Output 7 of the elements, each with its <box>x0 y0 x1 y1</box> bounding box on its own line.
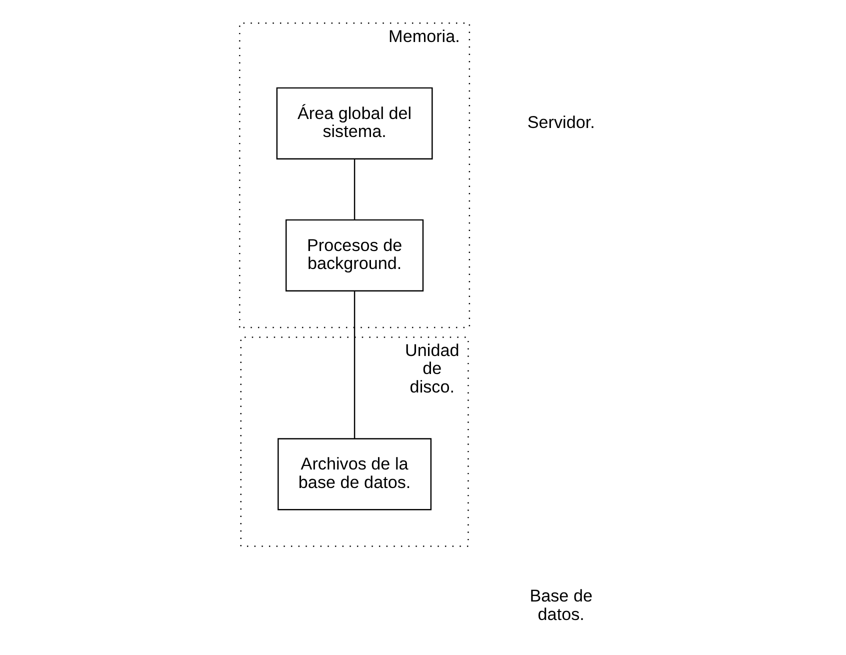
label: Servidor. <box>527 112 595 132</box>
connector <box>354 159 356 220</box>
label: Base de datos. <box>530 586 593 624</box>
node-box: Área global del sistema. <box>276 87 433 160</box>
node-box: Archivos de la base de datos. <box>278 438 432 510</box>
node-box: Procesos de background. <box>286 219 424 292</box>
connector <box>354 290 356 438</box>
